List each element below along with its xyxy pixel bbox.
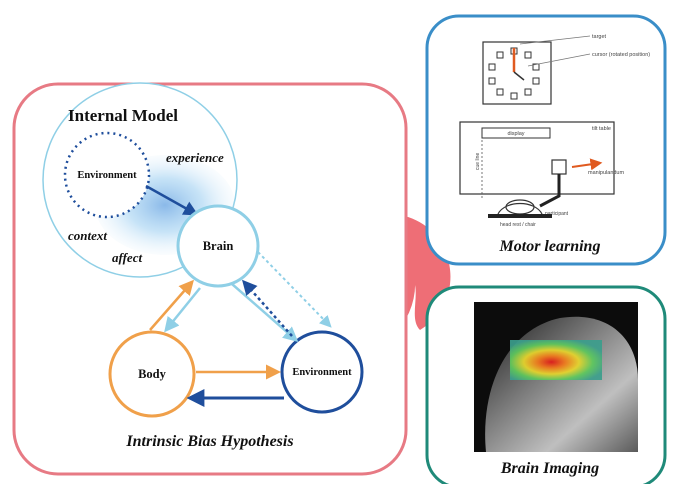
arrow-environment-to-brain bbox=[145, 184, 199, 216]
participant-shoulders bbox=[497, 202, 543, 215]
inner-environment-node bbox=[63, 131, 151, 219]
factor-context: context bbox=[68, 228, 107, 243]
label-participant: participant bbox=[545, 211, 569, 217]
participant-head bbox=[505, 199, 535, 215]
label-head-rest: head rest / chair bbox=[500, 222, 536, 228]
label-cue-line: cue line bbox=[475, 153, 481, 170]
environment-label: Environment bbox=[292, 367, 352, 378]
body-label: Body bbox=[138, 367, 167, 381]
cursor-leader bbox=[527, 53, 591, 67]
head-rest bbox=[488, 214, 552, 218]
brain-node bbox=[176, 204, 260, 288]
label-target: target bbox=[592, 34, 607, 40]
hypothesis-caption: Intrinsic Bias Hypothesis bbox=[125, 433, 293, 450]
body-node bbox=[108, 330, 196, 418]
display-bar bbox=[481, 127, 551, 139]
arrow-brain-to-body bbox=[164, 287, 201, 333]
manipulandum-device bbox=[551, 159, 567, 175]
inner-environment-label: Environment bbox=[77, 170, 137, 181]
arrow-environment-to-brain-dotted bbox=[242, 279, 293, 337]
environment-node bbox=[280, 330, 364, 414]
target-leader bbox=[519, 35, 591, 45]
label-manipulandum: manipulandum bbox=[588, 170, 624, 176]
manipulandum-cable bbox=[539, 174, 561, 208]
factor-affect: affect bbox=[112, 250, 142, 265]
label-tilt-table: tilt table bbox=[592, 126, 611, 132]
label-display: display bbox=[507, 131, 524, 137]
label-cursor: cursor (rotated position) bbox=[592, 52, 650, 58]
arrow-body-to-brain bbox=[149, 279, 194, 331]
manipulandum-arrow bbox=[571, 158, 603, 171]
internal-model-title: Internal Model bbox=[68, 106, 178, 125]
motor-learning-caption: Motor learning bbox=[499, 238, 601, 255]
cursor-rotated-line bbox=[513, 71, 525, 81]
factor-experience: experience bbox=[166, 150, 224, 165]
brain-label: Brain bbox=[203, 239, 234, 253]
arrow-brain-to-environment-dotted bbox=[257, 251, 332, 328]
activation-map bbox=[510, 340, 602, 380]
brain-imaging-caption: Brain Imaging bbox=[500, 460, 599, 477]
